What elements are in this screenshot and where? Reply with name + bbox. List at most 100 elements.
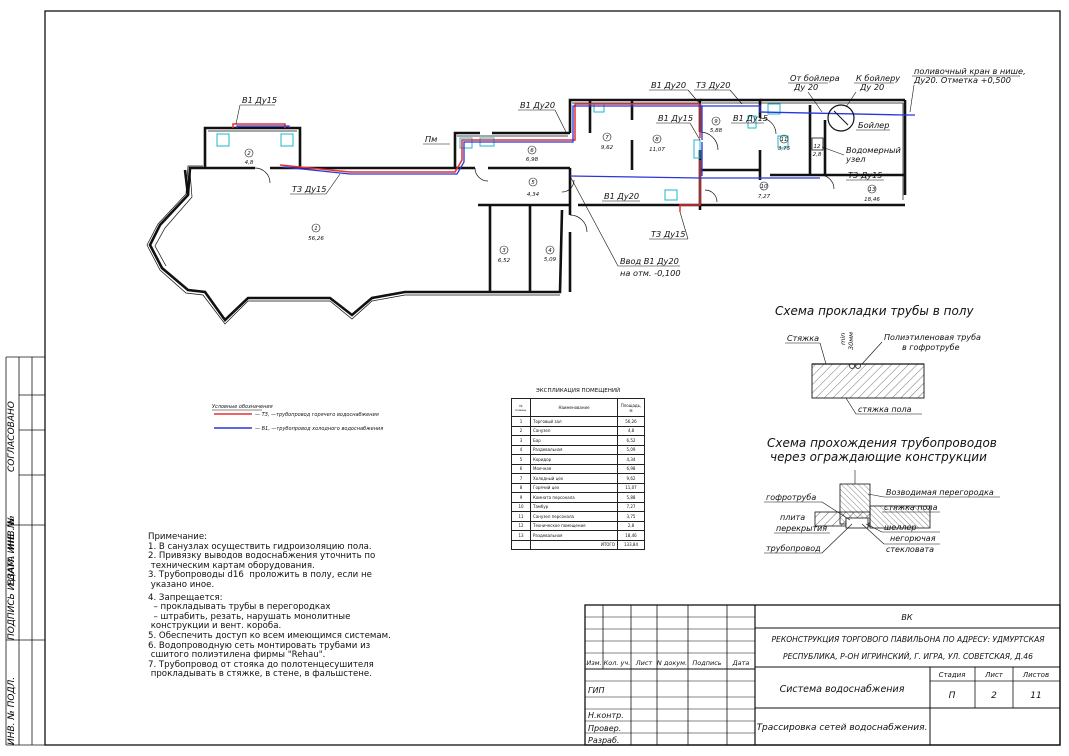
tb-sheet: 2 <box>991 691 997 701</box>
label-input: Ввод В1 Ду20 <box>620 256 679 266</box>
room-number-cell: 9 <box>511 492 531 503</box>
notes-title: Примечание: <box>148 532 208 542</box>
room-area: 5,09 <box>544 257 557 263</box>
stamp-inv-no: ИНВ. № <box>7 515 17 550</box>
room-name-cell: Торговый зал <box>530 416 618 427</box>
room-area: 4,34 <box>527 192 540 198</box>
stamp-signature-date: ПОДПИСЬ И ДАТА <box>7 556 17 640</box>
label-t3-du20-top: Т3 Ду20 <box>696 80 730 90</box>
label-b1-du15-r8: В1 Ду15 <box>658 113 693 123</box>
pass-title-2: через ограждающие конструкции <box>770 450 987 464</box>
cold-water-pipes <box>236 105 915 179</box>
tb-code: ВК <box>901 613 912 622</box>
floor-pipe: Полиэтиленовая труба <box>884 333 981 342</box>
tb-sheets: 11 <box>1030 691 1041 701</box>
room-name-cell: Санузел персонала <box>530 511 618 522</box>
pass-nonflam: негорючая <box>890 534 936 543</box>
tb-role-nkontr: Н.контр. <box>588 711 624 720</box>
floor-mm: 30мм <box>847 332 855 350</box>
note-item: 6. Водопроводную сеть монтировать трубам… <box>148 640 371 661</box>
pass-wool: стекловата <box>886 545 934 554</box>
room-no: 4 <box>548 248 552 254</box>
room-area-cell: 4,34 <box>617 454 645 465</box>
pass-corrugated: гофротруба <box>766 493 816 502</box>
floor-scheme-title: Схема прокладки трубы в полу <box>775 304 974 318</box>
stamp-orig-inv: ИНВ. № ПОДЛ. <box>7 677 17 745</box>
floor-screed: Стяжка <box>787 334 819 343</box>
tb-project-2: РЕСПУБЛИКА, Р-ОН ИГРИНСКИЙ, Г. ИГРА, УЛ.… <box>783 652 1033 661</box>
room-name-cell: Раздевальная <box>530 444 618 455</box>
tb-system: Система водоснабжения <box>780 684 905 695</box>
room-number-cell: 12 <box>511 520 531 531</box>
room-no: 5 <box>531 180 535 186</box>
tb-sheet-h: Лист <box>984 671 1004 679</box>
explication-header: № помещ. <box>511 398 531 417</box>
room-name-cell: Раздевальная <box>530 530 618 541</box>
label-to-boiler: К бойлеру <box>856 73 900 83</box>
room-no: 13 <box>869 187 876 193</box>
room-area-cell: 9,62 <box>617 473 645 484</box>
stamp-agreed: СОГЛАСОВАНО <box>7 401 17 472</box>
room-name-cell: Комната персонала <box>530 492 618 503</box>
floor-min: min <box>839 333 847 345</box>
room-labels: 1 56,26 2 4,8 3 6,52 4 5,09 5 4,34 6 6,9… <box>245 116 880 264</box>
room-number-cell: 7 <box>511 473 531 484</box>
label-from-boiler: От бойлера <box>790 73 840 83</box>
room-area-cell: 11,07 <box>617 482 645 493</box>
note-item: 5. Обеспечить доступ ко всем имеющимся с… <box>148 630 391 641</box>
tb-sheets-h: Листов <box>1022 671 1049 679</box>
room-area: 3,75 <box>778 146 791 152</box>
label-to-boiler-d: Ду 20 <box>859 82 884 92</box>
stamp-replace-inv: ВЗАМ. ИНВ. № <box>7 519 17 585</box>
room-number-cell: 2 <box>511 425 531 436</box>
room-no: 6 <box>530 148 534 154</box>
tb-col-doc: N докум. <box>657 659 687 667</box>
room-no: 8 <box>655 137 659 143</box>
explication-title: ЭКСПЛИКАЦИЯ ПОМЕЩЕНИЙ <box>535 388 621 394</box>
room-no: 12 <box>814 144 821 150</box>
legend-cold: — В1, —трубопровод холодного водоснабжен… <box>255 426 383 432</box>
label-hose-tap: поливочный кран в нише, <box>914 66 1026 76</box>
room-no: 3 <box>502 248 506 254</box>
room-area-cell: 6,98 <box>617 463 645 474</box>
label-meter: Водомерный <box>846 145 902 155</box>
room-area: 56,26 <box>308 236 324 242</box>
label-b1-du15-r9: В1 Ду15 <box>733 113 768 123</box>
room-name-cell: Тамбур <box>530 501 618 512</box>
empty-cell <box>511 539 531 550</box>
room-number-cell: 11 <box>511 511 531 522</box>
label-input-2: на отм. -0,100 <box>620 268 681 278</box>
pass-slab-2: перекрытия <box>776 524 827 533</box>
pass-partition: Возводимая перегородка <box>886 488 994 497</box>
label-boiler: Бойлер <box>858 120 889 130</box>
water-meter-symbol <box>811 137 824 151</box>
label-t3-du15-right: Т3 Ду15 <box>848 170 882 180</box>
note-item: 3. Трубопроводы d16 проложить в полу, ес… <box>148 570 372 590</box>
room-name-cell: Моечная <box>530 463 618 474</box>
room-name-cell: Холодный цех <box>530 473 618 484</box>
total-value: 133,84 <box>617 539 645 550</box>
floor-floor-screed: стяжка пола <box>858 405 912 414</box>
total-label: ИТОГО <box>530 539 618 550</box>
tb-col-izm: Изм. <box>586 659 601 667</box>
room-number-cell: 6 <box>511 463 531 474</box>
room-no: 7 <box>605 135 609 141</box>
room-number-cell: 1 <box>511 416 531 427</box>
label-b1-du15-left: В1 Ду15 <box>242 95 277 105</box>
note-item: 2. Привязку выводов водоснабжения уточни… <box>148 551 376 571</box>
notes-items: 1. В санузлах осуществить гидроизоляцию … <box>148 542 448 680</box>
tb-role-gip: ГИП <box>588 686 604 695</box>
pass-title: Схема прохождения трубопроводов <box>767 436 997 450</box>
tb-col-list: Лист <box>635 659 653 667</box>
